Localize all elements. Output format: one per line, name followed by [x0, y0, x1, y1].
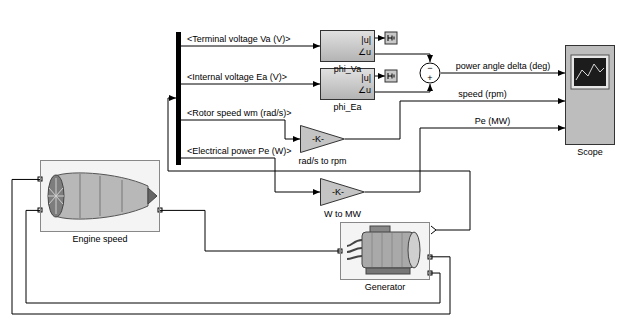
scope-body	[565, 45, 615, 145]
gain-value: -K-	[312, 134, 324, 144]
block-name: Engine speed	[72, 234, 127, 244]
signal-line	[375, 54, 430, 62]
signal-wire	[181, 46, 320, 47]
physical-connection	[26, 210, 440, 303]
engine-bands	[80, 174, 122, 218]
engine-block: Engine speed	[40, 160, 160, 232]
gain-outline	[321, 179, 365, 206]
block-name: W to MW	[324, 209, 361, 219]
engine-exhaust	[148, 188, 157, 204]
signal-name: <Terminal voltage Va (V)>	[186, 34, 291, 44]
sign-label: +	[427, 73, 432, 83]
generator-fins	[372, 233, 402, 267]
signal-label: power angle delta (deg)	[455, 61, 552, 71]
terminator-symbol	[388, 35, 394, 41]
gain-block: -K-W to MW	[320, 178, 365, 206]
port-label: ∠u	[358, 85, 371, 95]
generator-background	[341, 223, 429, 279]
complex-to-polar-block: |u|∠uphi_Va	[320, 30, 375, 62]
signal-label: speed (rpm)	[457, 89, 508, 99]
engine-fan	[48, 178, 64, 214]
scope-trace	[576, 64, 604, 80]
signal-wire	[375, 76, 385, 77]
physical-connection	[160, 210, 340, 251]
signal-name: <Electrical power Pe (W)>	[186, 146, 293, 156]
block-name: rad/s to rpm	[298, 156, 346, 166]
port-label: |u|	[361, 73, 371, 83]
generator-cables	[347, 240, 362, 259]
gain-block: -K-rad/s to rpm	[300, 125, 345, 153]
engine-nacelle	[52, 173, 148, 219]
signal-label: Pe (MW)	[474, 116, 512, 126]
signal-line	[345, 101, 565, 139]
signal-wire	[181, 84, 320, 85]
generator-endcap	[408, 232, 420, 268]
bus-selector	[176, 32, 181, 165]
gain-value: -K-	[332, 187, 344, 197]
terminator-block	[385, 70, 397, 82]
engine-background	[41, 161, 159, 231]
port-label: |u|	[361, 35, 371, 45]
signal-name: <Internal voltage Ea (V)>	[186, 72, 288, 82]
scope-block: Scope	[565, 45, 615, 145]
sign-label: −	[427, 63, 432, 73]
block-name: Generator	[365, 282, 406, 292]
physical-connection	[12, 179, 450, 314]
scope-frame	[571, 55, 609, 89]
gain-outline	[301, 126, 345, 153]
terminator-symbol	[388, 73, 394, 79]
block-name: phi_Va	[334, 64, 361, 74]
signal-wire	[168, 98, 470, 230]
generator-block: Generator	[340, 222, 430, 280]
signal-wire	[375, 38, 385, 39]
output-port	[431, 226, 436, 234]
engine-intake	[48, 175, 64, 217]
port-label: ∠u	[358, 47, 371, 57]
terminator-block	[385, 32, 397, 44]
sum-outline	[420, 63, 440, 83]
signal-name: <Rotor speed wm (rad/s)>	[186, 108, 293, 118]
block-name: phi_Ea	[333, 102, 361, 112]
generator-base	[366, 268, 410, 274]
signal-line	[441, 73, 565, 74]
signal-wire	[181, 120, 300, 139]
signal-line	[375, 84, 430, 92]
generator-body	[362, 232, 414, 268]
block-name: Scope	[577, 147, 603, 157]
sum-block: −+	[419, 62, 441, 84]
scope-screen	[574, 58, 606, 86]
signal-line	[365, 128, 565, 192]
